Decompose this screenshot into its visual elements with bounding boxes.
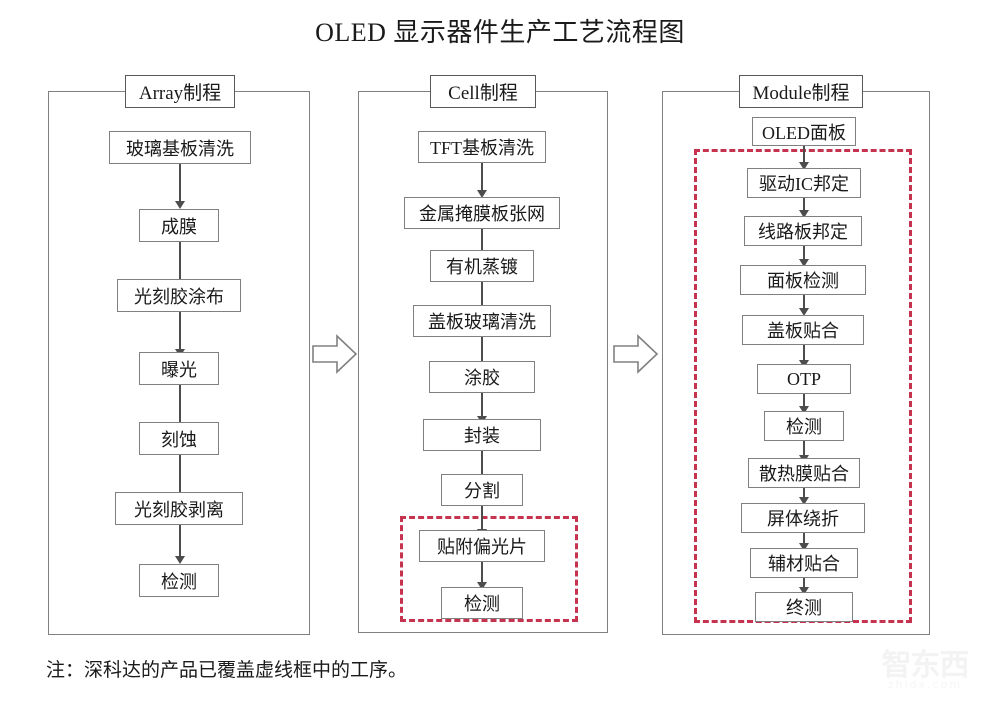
connector-line xyxy=(803,578,805,587)
step-node[interactable]: 检测 xyxy=(441,587,523,619)
step-node[interactable]: 贴附偏光片 xyxy=(419,530,545,562)
connector-line xyxy=(179,385,181,422)
step-node[interactable]: 检测 xyxy=(139,564,219,597)
connector-arrowhead xyxy=(477,190,487,198)
connector-arrowhead xyxy=(799,406,809,414)
connector-line xyxy=(481,506,483,529)
connector-line xyxy=(481,163,483,190)
step-node[interactable]: OLED面板 xyxy=(752,117,856,146)
step-node[interactable]: 终测 xyxy=(755,592,853,622)
connector-arrowhead xyxy=(799,497,809,505)
connector-arrowhead xyxy=(477,582,487,590)
step-node[interactable]: 刻蚀 xyxy=(139,422,219,455)
column-header-cell: Cell制程 xyxy=(430,75,536,108)
connector-line xyxy=(481,282,483,307)
step-node[interactable]: 盖板玻璃清洗 xyxy=(413,305,551,337)
connector-line xyxy=(803,146,805,162)
connector-arrowhead xyxy=(175,556,185,564)
connector-arrowhead xyxy=(799,543,809,551)
step-node[interactable]: 面板检测 xyxy=(740,265,866,295)
watermark-sub-text: zhidx.com xyxy=(887,678,963,691)
step-node[interactable]: 曝光 xyxy=(139,352,219,385)
step-node[interactable]: 驱动IC邦定 xyxy=(747,168,861,198)
connector-arrowhead xyxy=(175,201,185,209)
connector-line xyxy=(179,455,181,492)
connector-line xyxy=(803,488,805,497)
flow-arrow-array-to-cell xyxy=(312,334,358,374)
connector-line xyxy=(179,525,181,556)
highlight-dashed-box-cell xyxy=(400,516,578,622)
step-node[interactable]: 屏体绕折 xyxy=(741,503,865,533)
footnote-text: 注：深科达的产品已覆盖虚线框中的工序。 xyxy=(46,660,408,681)
connector-line xyxy=(803,441,805,455)
column-header-module: Module制程 xyxy=(739,75,863,108)
step-node[interactable]: 辅材贴合 xyxy=(750,548,858,578)
step-node[interactable]: 金属掩膜板张网 xyxy=(404,197,560,229)
connector-arrowhead xyxy=(799,162,809,170)
connector-line xyxy=(803,198,805,210)
connector-line xyxy=(481,393,483,416)
connector-line xyxy=(803,246,805,259)
watermark-logo-text: 智东西 xyxy=(881,648,970,683)
connector-line xyxy=(179,242,181,279)
step-node[interactable]: 散热膜贴合 xyxy=(748,458,860,488)
step-node[interactable]: 有机蒸镀 xyxy=(430,250,534,282)
step-node[interactable]: 封装 xyxy=(423,419,541,451)
connector-line xyxy=(481,451,483,474)
step-node[interactable]: 检测 xyxy=(764,411,844,441)
step-node[interactable]: OTP xyxy=(757,364,851,394)
connector-arrowhead xyxy=(799,259,809,267)
connector-line xyxy=(179,312,181,349)
step-node[interactable]: 玻璃基板清洗 xyxy=(109,131,251,164)
step-node[interactable]: 光刻胶剥离 xyxy=(115,492,243,525)
connector-line xyxy=(803,345,805,360)
column-header-array: Array制程 xyxy=(125,75,235,108)
connector-line xyxy=(481,337,483,362)
connector-line xyxy=(803,533,805,543)
connector-arrowhead xyxy=(799,210,809,218)
connector-line xyxy=(481,229,483,256)
watermark: 智东西 zhidx.com xyxy=(855,638,995,700)
connector-line xyxy=(803,295,805,308)
step-node[interactable]: TFT基板清洗 xyxy=(418,131,546,163)
page-title: OLED 显示器件生产工艺流程图 xyxy=(315,18,685,47)
step-node[interactable]: 盖板贴合 xyxy=(742,315,864,345)
connector-line xyxy=(179,164,181,201)
connector-arrowhead xyxy=(799,587,809,595)
connector-line xyxy=(481,562,483,582)
step-node[interactable]: 光刻胶涂布 xyxy=(117,279,241,312)
connector-arrowhead xyxy=(799,308,809,316)
connector-line xyxy=(803,394,805,406)
flow-arrow-cell-to-module xyxy=(613,334,659,374)
step-node[interactable]: 线路板邦定 xyxy=(744,216,862,246)
step-node[interactable]: 涂胶 xyxy=(429,361,535,393)
step-node[interactable]: 分割 xyxy=(441,474,523,506)
step-node[interactable]: 成膜 xyxy=(139,209,219,242)
